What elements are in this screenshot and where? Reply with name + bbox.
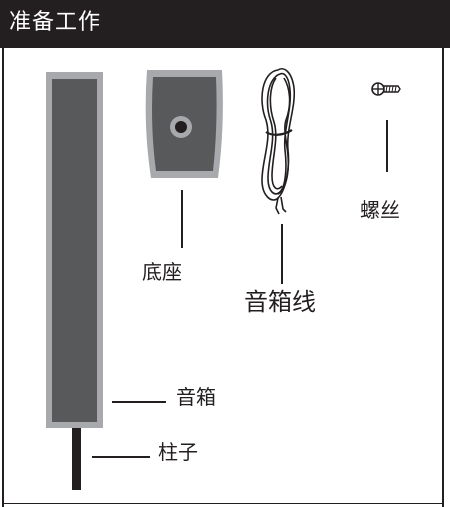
screw-label: 螺丝 xyxy=(360,198,400,222)
screw-icon xyxy=(371,82,401,96)
right-border xyxy=(442,48,444,507)
bottom-border xyxy=(2,503,444,504)
section-header: 准备工作 xyxy=(0,0,450,48)
section-title: 准备工作 xyxy=(9,10,102,35)
speaker-base-icon xyxy=(145,70,223,178)
pole-label: 柱子 xyxy=(158,440,198,464)
base-label: 底座 xyxy=(142,260,182,284)
left-border xyxy=(2,48,4,507)
speaker-wire-icon xyxy=(261,68,296,215)
speaker-label: 音箱 xyxy=(176,385,216,409)
speaker-wire-label: 音箱线 xyxy=(244,288,316,316)
tall-speaker-icon xyxy=(46,72,103,428)
pole-icon xyxy=(72,428,81,490)
